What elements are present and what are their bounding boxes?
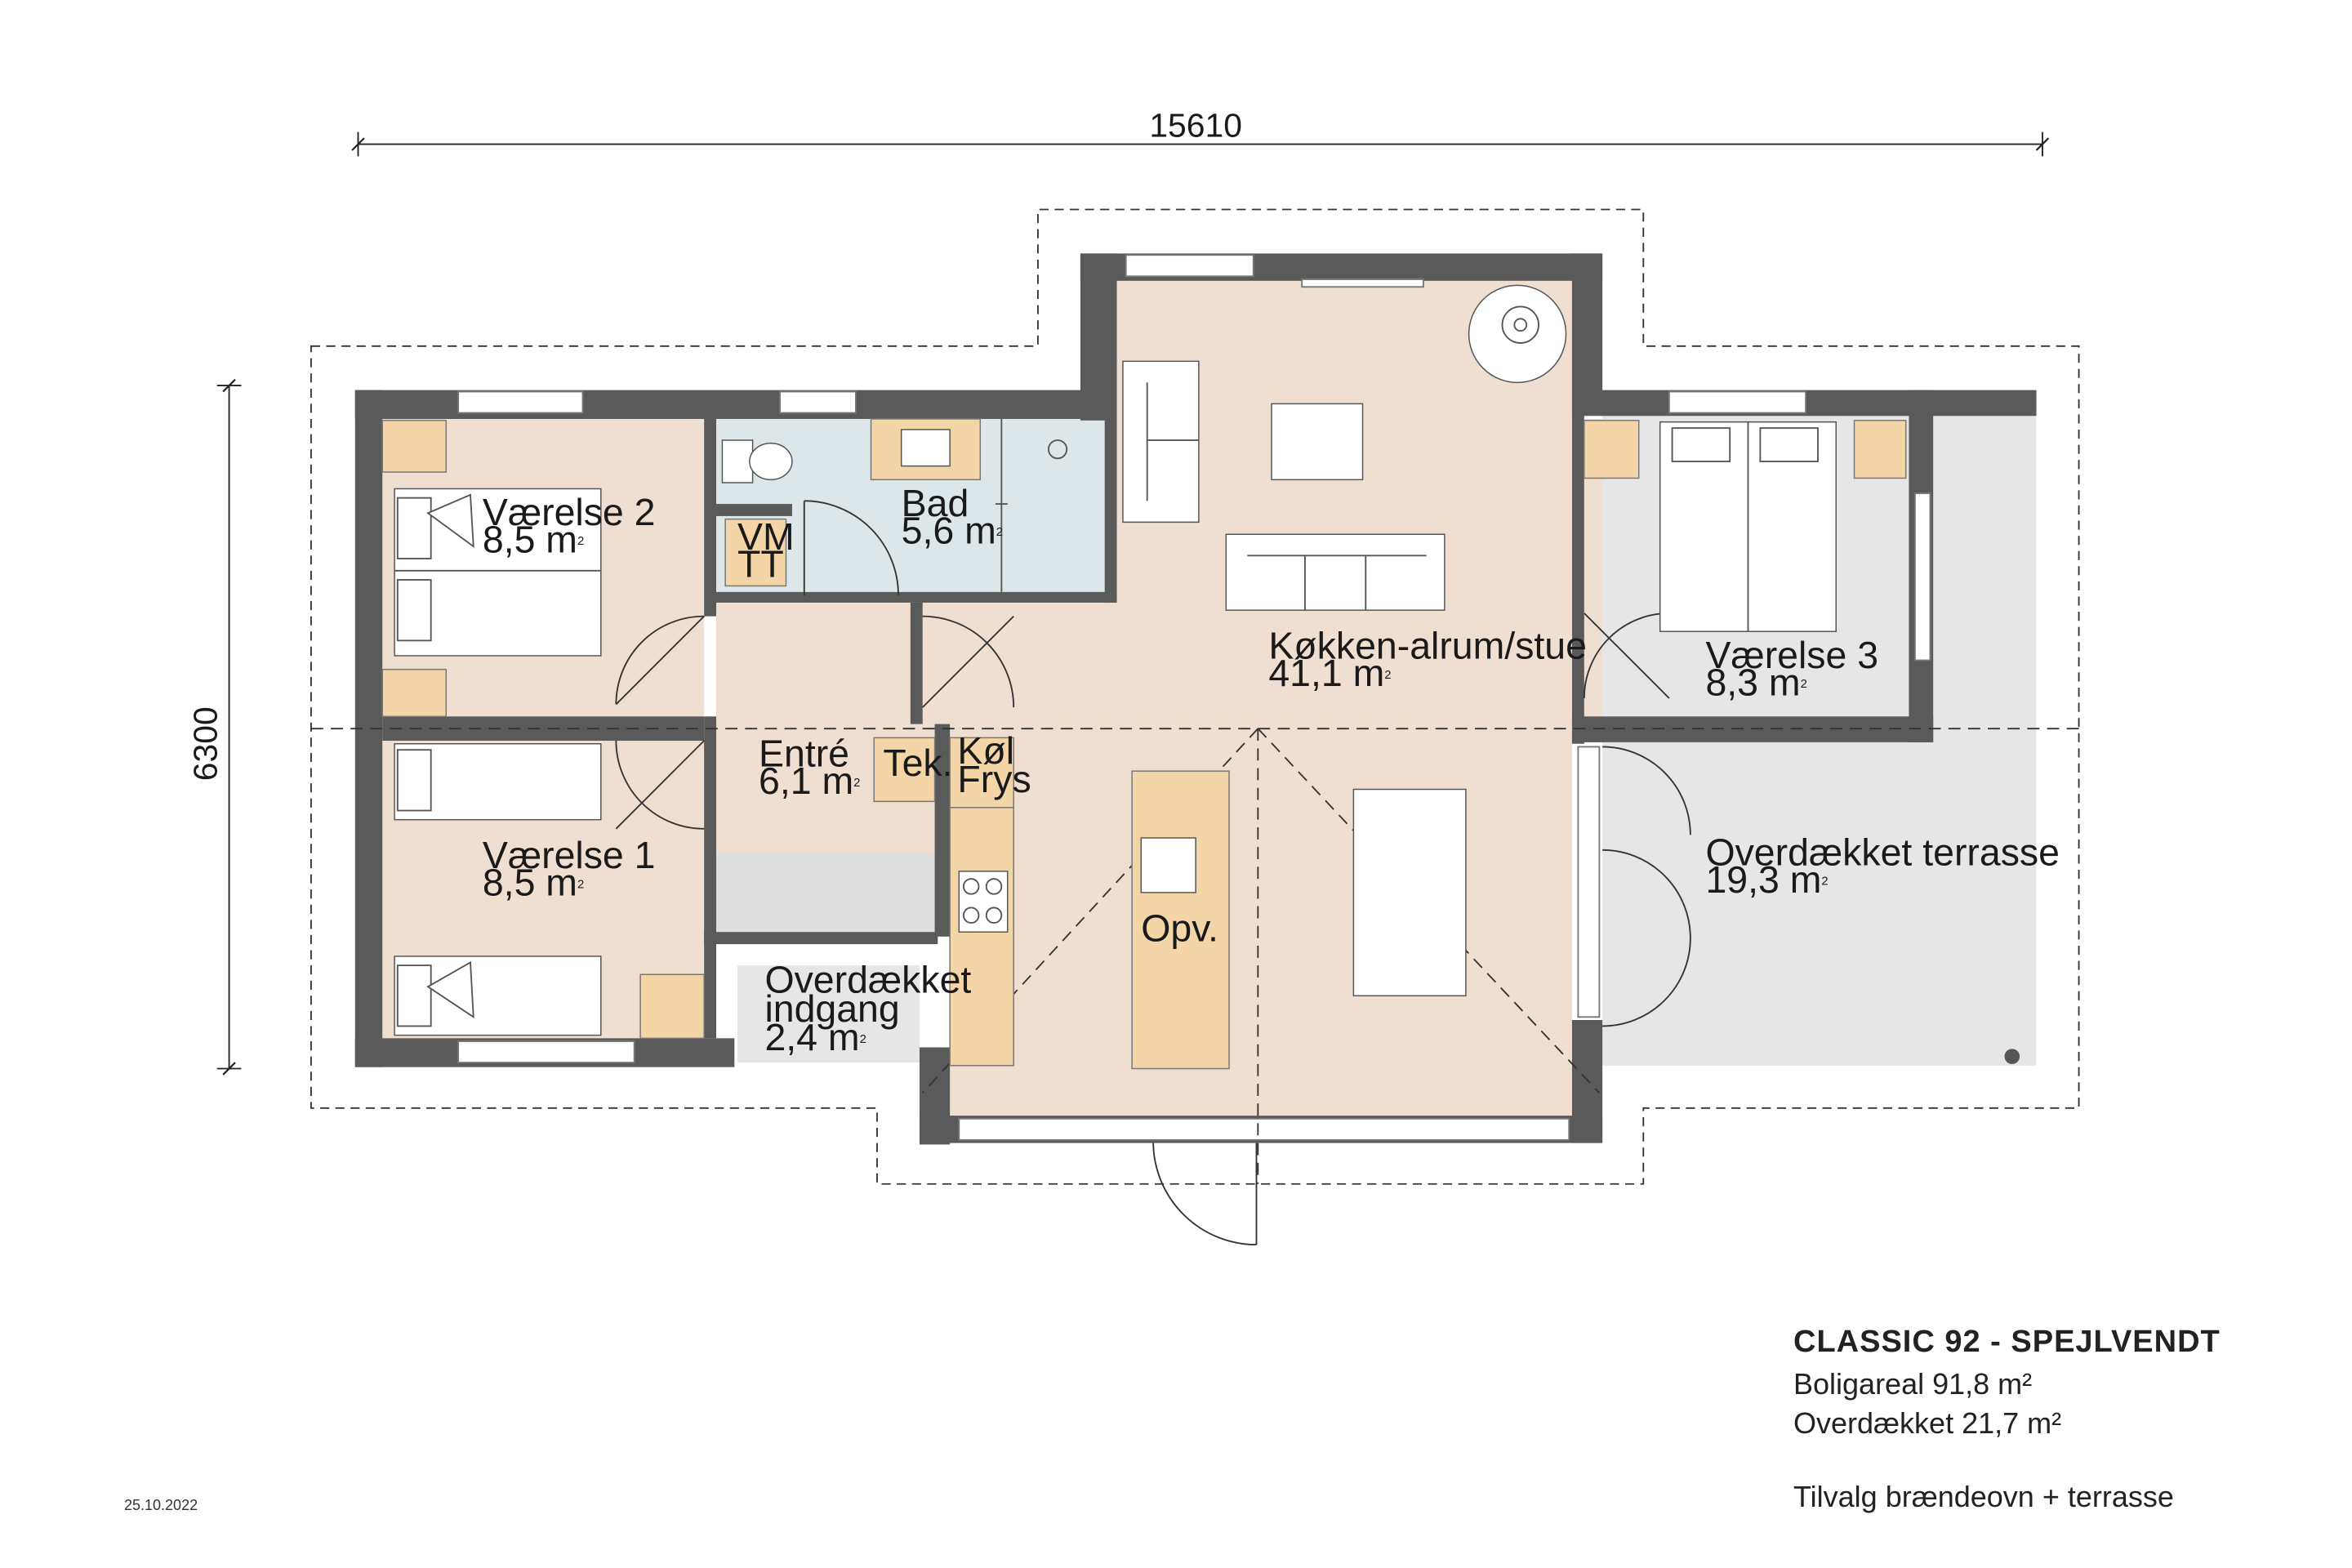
- svg-text:Bad: Bad: [902, 482, 969, 524]
- svg-text:Køkken-alrum/stue: Køkken-alrum/stue: [1268, 625, 1587, 667]
- room-label-vaerelse-1: Værelse 1 8,5 m2: [483, 834, 656, 903]
- room-label-vaerelse-3: Værelse 3 8,3 m2: [1705, 634, 1878, 703]
- svg-text:8,5 m2: 8,5 m2: [483, 862, 584, 904]
- svg-text:6,1 m2: 6,1 m2: [759, 760, 860, 802]
- svg-text:Overdækket terrasse: Overdækket terrasse: [1705, 831, 2059, 873]
- plan-title: CLASSIC 92 - SPEJLVENDT: [1793, 1325, 2221, 1359]
- room-label-terrasse: Overdækket terrasse 19,3 m2: [1705, 831, 2059, 900]
- fixtures: [381, 284, 2020, 1070]
- windows: [457, 254, 1931, 1141]
- fixture-tt: TT: [737, 542, 784, 585]
- room-label-vaerelse-2: Værelse 2 8,5 m2: [483, 491, 656, 560]
- svg-text:Værelse 3: Værelse 3: [1705, 634, 1878, 676]
- room-label-entre: Entré 6,1 m2: [759, 733, 860, 802]
- room-label-indgang: Overdækket indgang 2,4 m2: [764, 959, 971, 1059]
- svg-text:8,3 m2: 8,3 m2: [1705, 661, 1806, 703]
- room-label-kokken: Køkken-alrum/stue 41,1 m2: [1268, 625, 1587, 694]
- dimension-width-label: 15610: [1149, 106, 1242, 144]
- room-label-bad: Bad 5,6 m2: [902, 482, 1003, 551]
- svg-text:19,3 m2: 19,3 m2: [1705, 858, 1828, 901]
- svg-text:Entré: Entré: [759, 733, 849, 775]
- svg-text:indgang: indgang: [764, 987, 899, 1030]
- covered-area: Overdækket 21,7 m²: [1793, 1406, 2062, 1440]
- fixture-opv: Opv.: [1141, 906, 1218, 949]
- dimension-depth: [216, 378, 242, 1076]
- fixture-frys: Frys: [957, 758, 1031, 800]
- svg-text:2,4 m2: 2,4 m2: [764, 1016, 866, 1058]
- svg-text:8,5 m2: 8,5 m2: [483, 519, 584, 561]
- fixture-tek: Tek.: [883, 742, 952, 784]
- svg-text:41,1 m2: 41,1 m2: [1268, 652, 1391, 694]
- dimension-width: [351, 131, 2050, 157]
- svg-text:Værelse 2: Værelse 2: [483, 491, 656, 533]
- doors: [615, 500, 1691, 1246]
- option-text: Tilvalg brændeovn + terrasse: [1793, 1480, 2174, 1513]
- svg-text:5,6 m2: 5,6 m2: [902, 509, 1003, 551]
- plan-info: CLASSIC 92 - SPEJLVENDT Boligareal 91,8 …: [1793, 1325, 2221, 1517]
- svg-text:Overdækket: Overdækket: [764, 959, 971, 1001]
- fixture-kol: Køl: [957, 729, 1014, 772]
- fixture-vm: VM: [737, 515, 795, 558]
- dimension-depth-label: 6300: [187, 706, 225, 781]
- drawing-date: 25.10.2022: [124, 1497, 198, 1513]
- svg-text:Værelse 1: Værelse 1: [483, 834, 656, 876]
- living-area: Boligareal 91,8 m²: [1793, 1367, 2033, 1401]
